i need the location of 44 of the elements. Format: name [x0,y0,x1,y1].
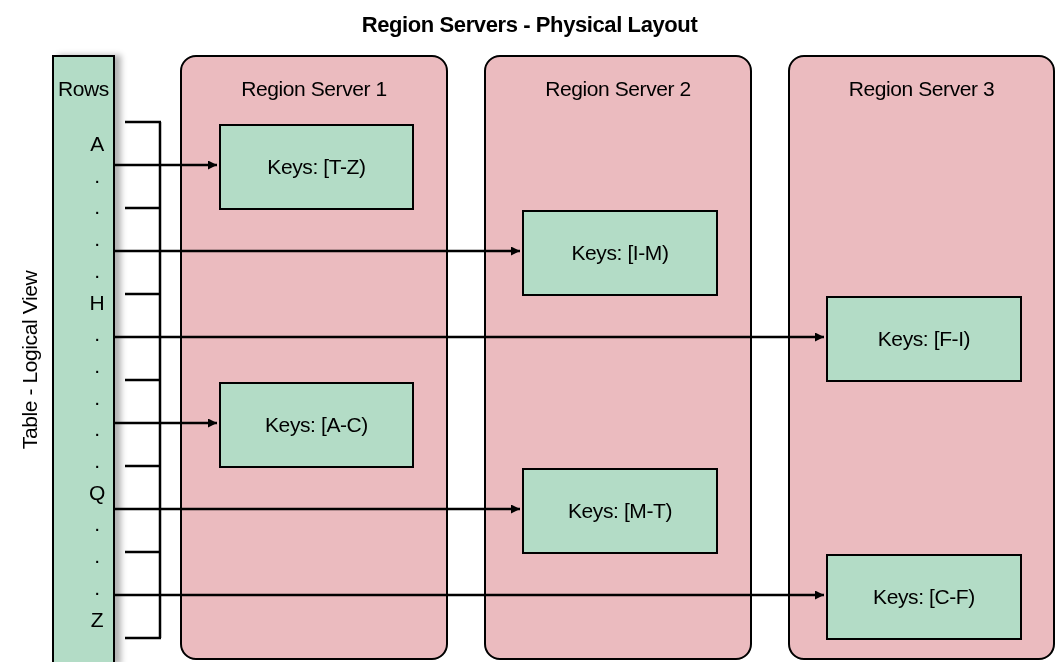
region-server-panel [788,55,1055,660]
diagram-title: Region Servers - Physical Layout [360,11,699,39]
row-label: . [93,354,101,376]
row-label: . [93,195,101,217]
row-label: . [93,322,101,344]
row-label: . [93,576,101,598]
key-range-text: Keys: [A-C) [265,412,368,439]
arrow [115,332,824,342]
key-range-box [522,468,718,554]
arrow [115,504,520,514]
key-range-box [826,554,1022,640]
row-label: . [93,449,101,471]
key-range-box [219,382,414,468]
key-range-text: Keys: [I-M) [571,240,669,267]
side-caption: Table - Logical View [17,270,43,450]
arrow [115,160,217,170]
key-range-box [219,124,414,210]
key-range-text: Keys: [M-T) [567,498,673,525]
rows-column [52,55,115,662]
row-label: A [89,132,105,154]
arrow [115,418,217,428]
key-range-box [522,210,718,296]
row-label: H [88,291,106,312]
heading-text: Rows [57,76,110,102]
row-label: . [93,386,101,408]
row-label: . [93,227,101,249]
row-label: . [93,512,101,534]
region-server-panel [484,55,752,660]
row-label: . [93,164,101,186]
row-label: . [93,259,101,281]
row-label: Q [88,481,106,503]
key-range-box [826,296,1022,382]
key-range-text: Keys: [F-I) [877,326,971,353]
heading-text: Region Server 3 [847,76,996,102]
arrow [115,246,520,256]
row-label: Z [89,608,105,629]
heading-text: Region Server 1 [240,76,388,102]
row-label: . [93,417,101,439]
row-label: . [93,544,101,566]
arrow [115,590,824,600]
key-range-text: Keys: [T-Z) [267,154,366,181]
heading-text: Region Server 2 [544,76,692,102]
key-range-text: Keys: [C-F) [873,584,975,611]
region-server-panel [180,55,448,660]
